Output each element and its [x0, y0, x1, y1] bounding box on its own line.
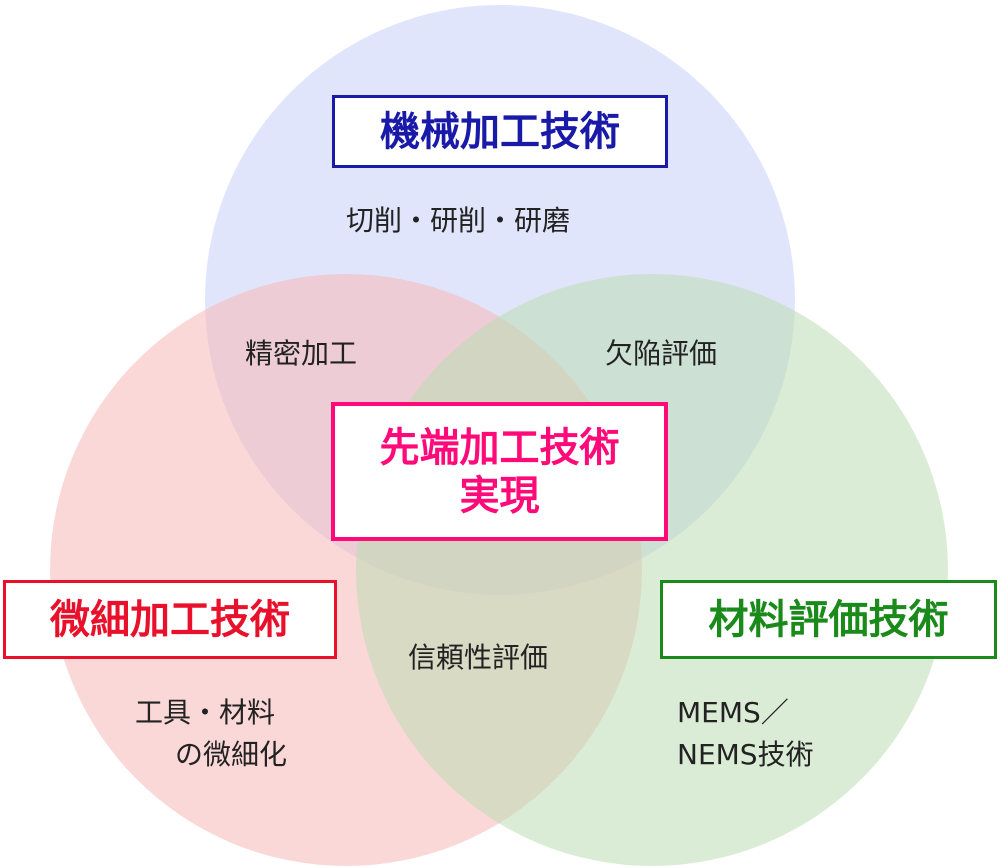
center-line2: 実現	[459, 472, 540, 519]
overlap-precision-machining: 精密加工	[245, 337, 358, 370]
micro-machining-desc-1: 工具・材料	[135, 696, 276, 729]
machining-title: 機械加工技術	[380, 108, 620, 155]
material-evaluation-title: 材料評価技術	[708, 596, 949, 643]
material-evaluation-title-box: 材料評価技術	[660, 580, 997, 659]
micro-machining-desc-2: の微細化	[175, 738, 288, 771]
center-box: 先端加工技術 実現	[331, 402, 668, 541]
machining-title-box: 機械加工技術	[332, 95, 668, 168]
micro-machining-title: 微細加工技術	[50, 596, 290, 643]
overlap-reliability-evaluation: 信頼性評価	[408, 641, 549, 674]
machining-desc: 切削・研削・研磨	[346, 204, 571, 237]
center-line1: 先端加工技術	[379, 424, 620, 471]
overlap-defect-evaluation: 欠陥評価	[605, 337, 718, 370]
micro-machining-title-box: 微細加工技術	[3, 580, 337, 659]
material-evaluation-desc-2: NEMS技術	[677, 738, 814, 771]
material-evaluation-desc-1: MEMS／	[677, 696, 789, 729]
